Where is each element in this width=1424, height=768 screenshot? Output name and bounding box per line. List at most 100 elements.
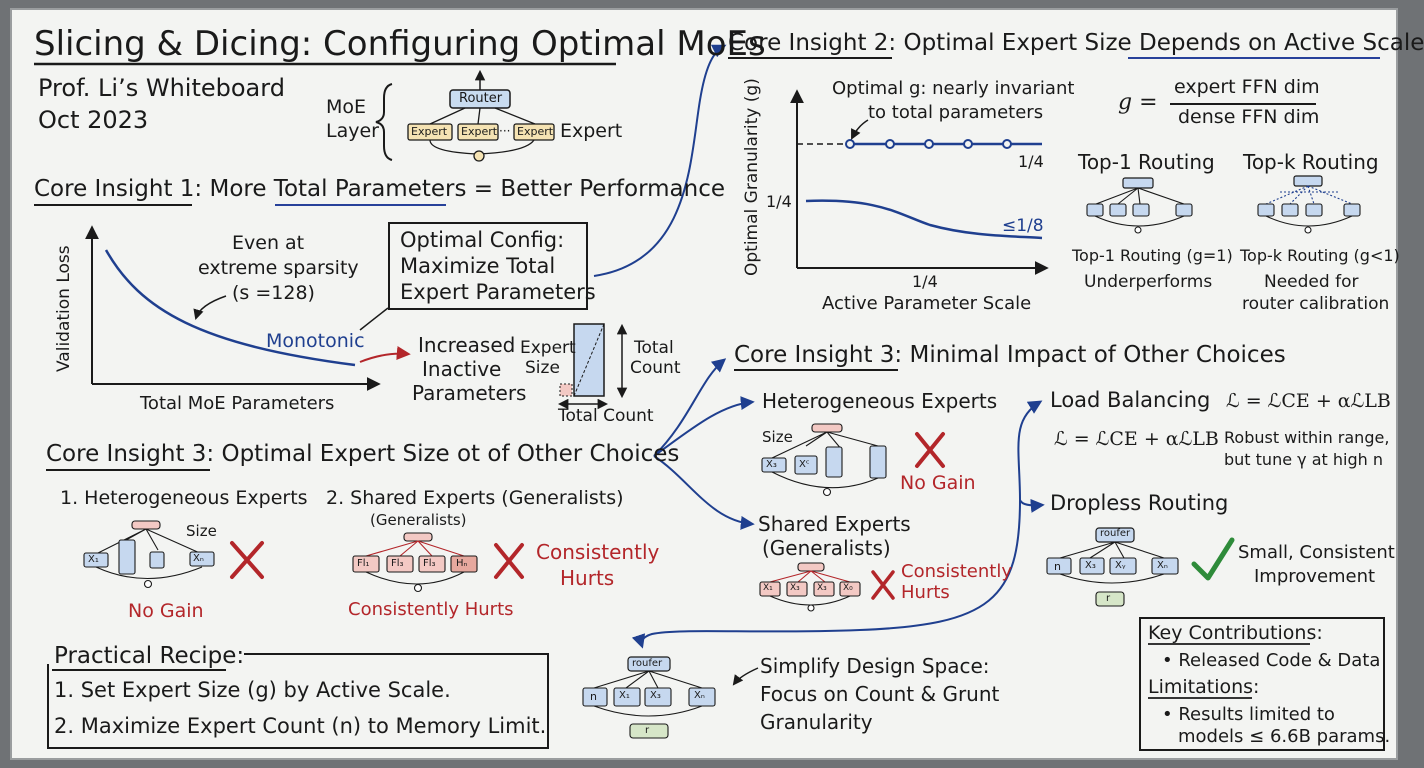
shared-left-merge-node bbox=[413, 583, 423, 593]
load-formula-2: ℒ = ℒCE + αℒLB bbox=[1054, 428, 1219, 450]
topk-merge-node bbox=[1304, 226, 1312, 234]
shared-right-node bbox=[786, 581, 808, 597]
top1-title: Top-1 Routing bbox=[1078, 150, 1215, 174]
monotonic-label: Monotonic bbox=[266, 330, 365, 352]
chart1-loss-curve bbox=[104, 249, 356, 367]
simplify-merge bbox=[593, 705, 703, 717]
simplify-arrow bbox=[631, 499, 1021, 649]
expert-label-3: Expert bbox=[517, 125, 554, 138]
load-balancing-title: Load Balancing bbox=[1050, 388, 1211, 412]
shared-left-merge bbox=[365, 571, 465, 585]
hetero-left-node-n: Xₙ bbox=[193, 553, 204, 564]
hetero-left-title: 1. Heterogeneous Experts bbox=[60, 487, 308, 509]
shared-left-node-3: Fl₃ bbox=[423, 558, 436, 569]
author-label: Prof. Li’s Whiteboard bbox=[38, 74, 285, 102]
hetero-left-node bbox=[189, 551, 215, 567]
formula-numerator: expert FFN dim bbox=[1174, 76, 1320, 98]
topk-expert bbox=[1343, 203, 1361, 217]
expert-ellipsis: ··· bbox=[499, 124, 511, 138]
top1-expert bbox=[1175, 203, 1193, 217]
chart2-xlabel: Active Parameter Scale bbox=[822, 293, 1032, 314]
topk-router bbox=[1293, 175, 1323, 187]
invariant-note-l2: to total parameters bbox=[868, 102, 1044, 123]
shared-right-result-l2: Hurts bbox=[901, 582, 950, 603]
insight2-title: Core Insight 2: Optimal Expert Size Depe… bbox=[728, 30, 1424, 56]
shared-right-title-l1: Shared Experts bbox=[758, 512, 911, 536]
invariant-point bbox=[1002, 139, 1012, 149]
sparsity-annotation-l1: Even at bbox=[232, 232, 305, 254]
hetero-right-node bbox=[761, 457, 787, 473]
config-line2: Maximize Total bbox=[400, 254, 556, 278]
shared-left-node-4: Hₙ bbox=[456, 558, 468, 569]
dropless-note-l2: Improvement bbox=[1254, 566, 1376, 587]
load-formula-1: ℒ = ℒCE + αℒLB bbox=[1226, 390, 1391, 412]
dropless-router-label: roufer bbox=[1100, 528, 1131, 539]
recipe-step1: 1. Set Expert Size (g) by Active Scale. bbox=[54, 678, 451, 702]
simplify-router-label: roufer bbox=[632, 658, 663, 669]
formula-lhs: g = bbox=[1118, 90, 1158, 115]
hetero-right-links bbox=[771, 431, 879, 459]
load-note-l2: but tune γ at high n bbox=[1224, 450, 1383, 469]
hetero-right-merge-node bbox=[822, 487, 832, 497]
inactive-arrow bbox=[359, 346, 411, 363]
dropless-node-2: X₃ bbox=[1085, 560, 1096, 571]
shared-right-merge bbox=[769, 595, 851, 606]
hetero-right-tall-node bbox=[869, 445, 887, 479]
topk-expert bbox=[1257, 203, 1275, 217]
topk-caption-l1: Top-k Routing (g<1) bbox=[1240, 246, 1400, 265]
inactive-line2: Inactive bbox=[422, 357, 502, 381]
insight3-right-title: Core Insight 3: Minimal Impact of Other … bbox=[734, 342, 1286, 368]
shared-right-x-icon bbox=[871, 570, 895, 600]
hetero-right-result: No Gain bbox=[900, 472, 976, 494]
hetero-right-title: Heterogeneous Experts bbox=[762, 389, 998, 413]
chart2-right-top: 1/4 bbox=[1018, 152, 1044, 171]
branch-arrow-1 bbox=[653, 358, 727, 457]
contrib-title: Key Contributions: bbox=[1148, 622, 1323, 644]
count-diagonal bbox=[573, 323, 605, 397]
chart2-y-tick: 1/4 bbox=[766, 192, 792, 211]
inactive-line3: Parameters bbox=[412, 381, 527, 405]
hetero-right-node-1: X₃ bbox=[766, 459, 777, 470]
topk-caption-l3: router calibration bbox=[1242, 294, 1390, 314]
simplify-node bbox=[644, 687, 672, 707]
sparsity-annotation-l3: (s =128) bbox=[232, 282, 315, 304]
shared-left-links bbox=[365, 540, 465, 557]
simplify-r-node bbox=[629, 723, 669, 739]
dropless-r-label: r bbox=[1106, 593, 1111, 604]
shared-right-node-3: X₃ bbox=[817, 583, 827, 593]
recipe-title: Practical Recipe: bbox=[54, 643, 245, 669]
config-line3: Expert Parameters bbox=[400, 280, 596, 304]
simplify-links bbox=[593, 670, 703, 689]
dropless-r-node bbox=[1095, 591, 1125, 607]
shared-left-result-l2: Hurts bbox=[560, 566, 615, 590]
topk-expert bbox=[1305, 203, 1323, 217]
config-pointer bbox=[359, 307, 389, 331]
load-note-l1: Robust within range, bbox=[1224, 428, 1390, 447]
dropless-node bbox=[1109, 557, 1137, 575]
hetero-left-node-1: X₁ bbox=[88, 554, 99, 565]
hetero-right-merge bbox=[771, 471, 879, 489]
expert-side-label: Expert bbox=[560, 120, 623, 142]
invariant-pointer bbox=[851, 119, 869, 140]
expert-size-l2: Size bbox=[525, 358, 560, 378]
page-title: Slicing & Dicing: Configuring Optimal Mo… bbox=[34, 24, 766, 64]
dropless-note-l1: Small, Consistent bbox=[1238, 542, 1395, 563]
shared-right-node-1: X₁ bbox=[763, 583, 773, 593]
top1-expert bbox=[1086, 203, 1104, 217]
dropless-node-3: Xᵧ bbox=[1115, 560, 1126, 571]
top1-router bbox=[1122, 177, 1154, 189]
dropless-node bbox=[1151, 557, 1179, 575]
hetero-right-node-2: Xᶜ bbox=[799, 459, 810, 470]
invariant-point bbox=[924, 139, 934, 149]
hetero-right-router bbox=[811, 423, 843, 433]
dropless-title: Dropless Routing bbox=[1050, 491, 1229, 515]
chart1-xlabel: Total MoE Parameters bbox=[140, 393, 335, 414]
top1-expert bbox=[1109, 203, 1127, 217]
formula-denominator: dense FFN dim bbox=[1178, 106, 1320, 128]
dropless-merge bbox=[1059, 573, 1165, 584]
top1-merge-node bbox=[1134, 226, 1142, 234]
optimal-config-box bbox=[388, 222, 588, 310]
date-label: Oct 2023 bbox=[38, 106, 149, 134]
invariant-point bbox=[845, 139, 855, 149]
hetero-right-size: Size bbox=[762, 428, 793, 446]
